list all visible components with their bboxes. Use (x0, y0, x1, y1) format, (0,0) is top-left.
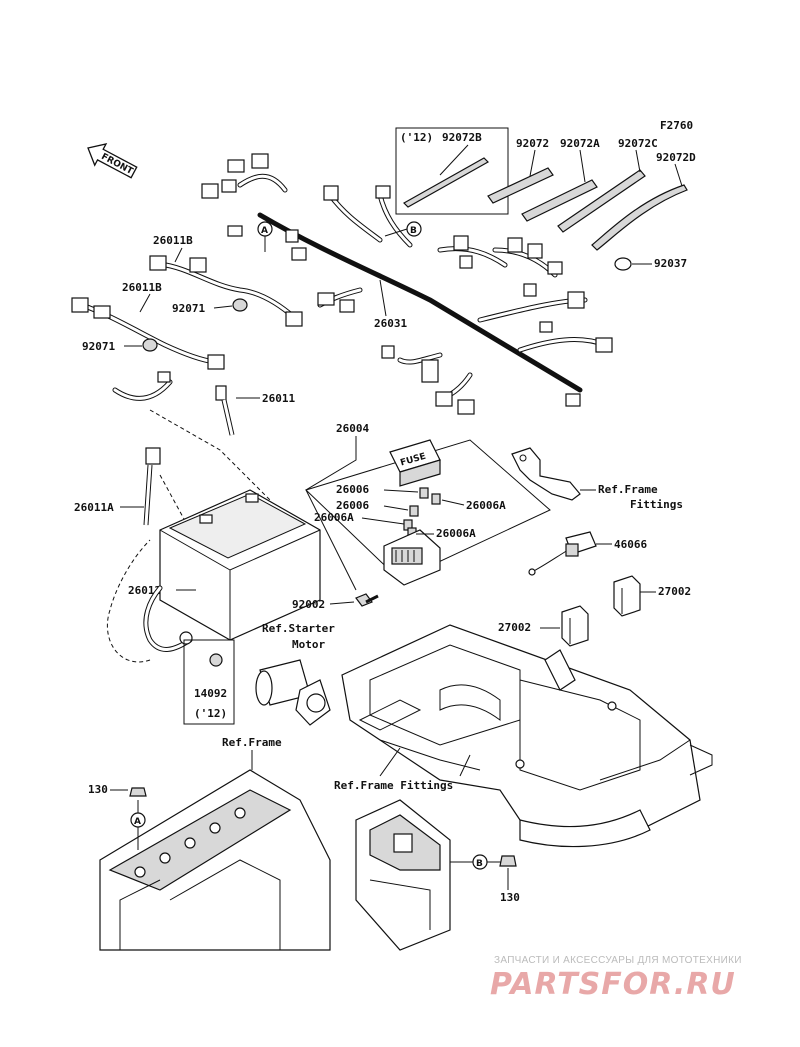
year-note-bottom: ('12) (194, 707, 227, 720)
cable-tie-92072B (403, 157, 489, 208)
battery-tray (341, 624, 713, 848)
callout-a-bottom: A (130, 800, 146, 850)
cable-tie-92072 (487, 167, 554, 204)
front-arrow-icon: FRONT (87, 143, 138, 179)
washer-14092-group: 14092 ('12) (183, 639, 235, 725)
part-92071-upper: 92071 (172, 302, 205, 315)
svg-text:A: A (134, 817, 141, 827)
year-note-top: ('12) (400, 131, 433, 144)
ref-starter-2: Motor (292, 638, 325, 651)
part-26006-b: 26006 (336, 499, 369, 512)
callout-b-bottom: B (450, 854, 502, 870)
sub-harness-26011B-upper (149, 255, 303, 327)
svg-text:B: B (476, 859, 483, 869)
fuse-box-26004: 26004 FUSE (305, 422, 551, 591)
relay-46066 (528, 531, 597, 576)
ref-starter-1: Ref.Starter (262, 622, 335, 635)
part-46066: 46066 (614, 538, 647, 551)
watermark-tagline: ЗАПЧАСТИ И АКСЕССУАРЫ ДЛЯ МОТОТЕХНИКИ (494, 955, 742, 966)
part-27002-left: 27002 (498, 621, 531, 634)
grommet-92071-upper (232, 298, 248, 312)
part-130-left: 130 (88, 783, 108, 796)
part-26011: 26011 (262, 392, 295, 405)
part-92072C: 92072C (618, 137, 658, 150)
part-92002: 92002 (292, 598, 325, 611)
svg-text:A: A (261, 226, 268, 236)
part-26006A-left: 26006A (314, 511, 354, 524)
part-92037: 92037 (654, 257, 687, 270)
part-92072A: 92072A (560, 137, 600, 150)
watermark-logo: PARTSFOR.RU (490, 967, 736, 1002)
cable-tie-92072D (591, 184, 688, 251)
part-92071-lower: 92071 (82, 340, 115, 353)
relay-27002-right (613, 575, 641, 617)
front-label: FRONT (99, 152, 135, 177)
frame-ref (99, 769, 451, 951)
bolt-130-right (499, 855, 517, 867)
bolt-92002 (355, 593, 379, 607)
part-92072D: 92072D (656, 151, 696, 164)
main-harness-26031 (201, 153, 613, 415)
bolt-130-left (129, 787, 147, 797)
part-92072: 92072 (516, 137, 549, 150)
part-92072B: 92072B (442, 131, 482, 144)
cable-tie-92072C (557, 169, 646, 233)
part-26006A-right-upper: 26006A (466, 499, 506, 512)
part-26011B-upper: 26011B (153, 234, 193, 247)
cable-ties-group: ('12) 92072B 92072 92072A 92072C 92072D … (395, 127, 696, 271)
battery-lead-26011 (112, 371, 235, 436)
callout-a-top: A (257, 221, 273, 252)
part-26006A-right-lower: 26006A (436, 527, 476, 540)
ref-frame-fittings-1: Ref.Frame (598, 483, 658, 496)
part-26031: 26031 (374, 317, 407, 330)
ref-frame-fittings-2: Fittings (630, 498, 683, 511)
figure-code: F2760 (660, 119, 693, 132)
relay-27002-left (561, 605, 589, 647)
callout-b-top: B (384, 221, 422, 237)
clamp-92037 (614, 257, 632, 271)
part-130-right: 130 (500, 891, 520, 904)
part-27002-right: 27002 (658, 585, 691, 598)
part-26006: 26006 (336, 483, 369, 496)
part-26011B-lower: 26011B (122, 281, 162, 294)
grommet-92071-lower (142, 338, 158, 352)
cable-tie-92072A (521, 179, 598, 222)
battery-26012 (159, 489, 321, 641)
bracket-ref-frame-fittings (511, 447, 581, 501)
starter-cable (143, 585, 193, 652)
part-26011A: 26011A (74, 501, 114, 514)
battery-lead-26011A (143, 447, 161, 526)
ref-frame: Ref.Frame (222, 736, 282, 749)
starter-motor-ref (255, 659, 331, 726)
part-26004: 26004 (336, 422, 369, 435)
part-14092: 14092 (194, 687, 227, 700)
ref-frame-fittings-bottom: Ref.Frame Fittings (334, 779, 453, 792)
svg-text:B: B (410, 226, 417, 236)
sub-harness-26011B-lower (71, 297, 225, 370)
